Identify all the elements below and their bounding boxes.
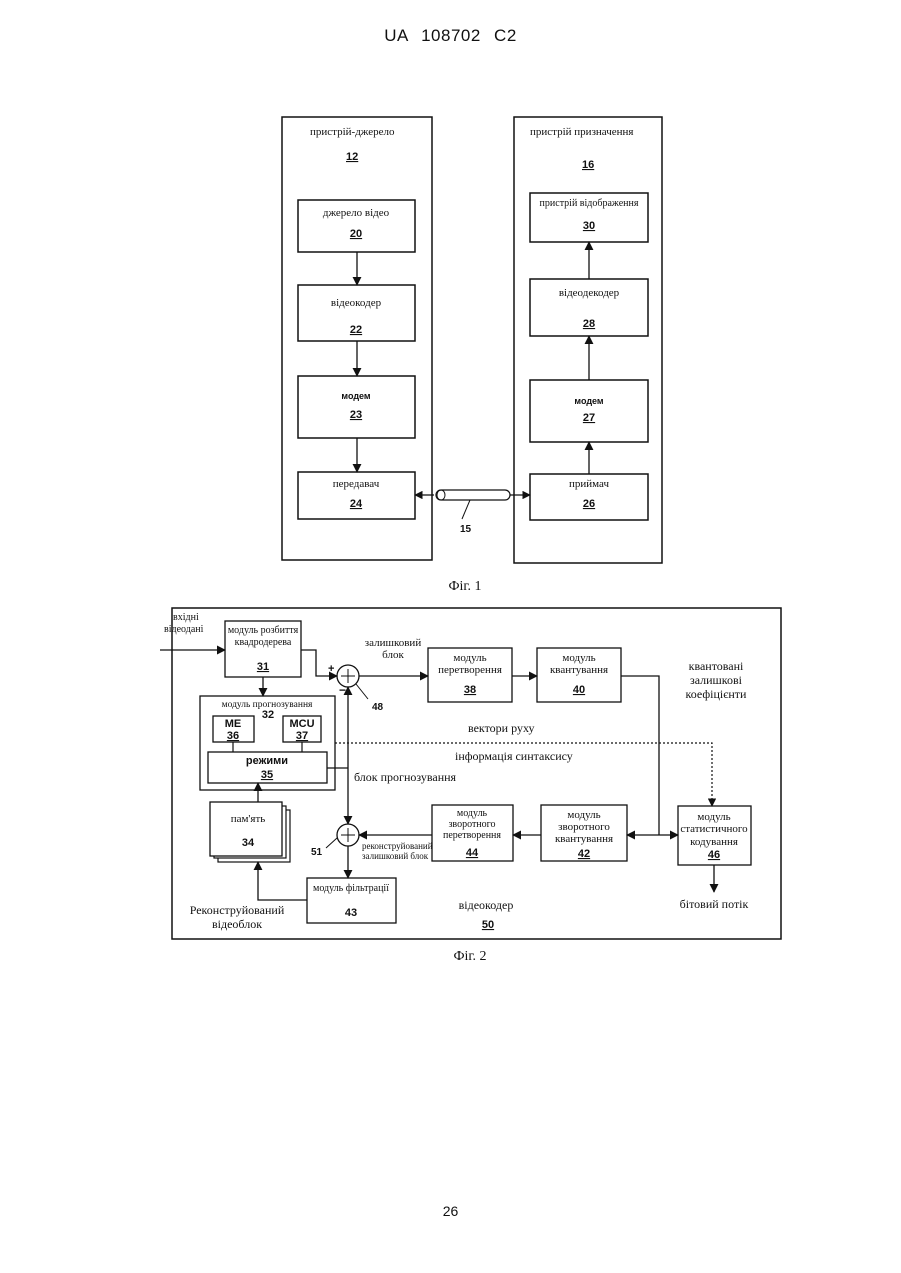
fig2-labels: вхідні відеодані модуль розбиття квадрод… <box>164 612 749 964</box>
video-decoder-label: відеодекодер <box>559 287 620 299</box>
syntax-info-label: інформація синтаксису <box>455 749 573 763</box>
dest-device-box <box>514 117 662 563</box>
display-num: 30 <box>583 220 595 232</box>
video-decoder-num: 28 <box>583 318 595 330</box>
summer-51-num: 51 <box>311 847 323 858</box>
modem-rx-box <box>530 380 648 442</box>
quant-coeffs-label-2: залишкові <box>690 673 743 687</box>
page-number: 26 <box>0 1203 901 1219</box>
transform-label-2: перетворення <box>438 664 502 676</box>
inv-quant-label-2: зворотного <box>558 821 610 833</box>
modem-tx-box <box>298 376 415 438</box>
modem-rx-num: 27 <box>583 412 595 424</box>
sum-minus-sign: − <box>339 683 346 697</box>
pred-block-label: блок прогнозування <box>354 770 457 784</box>
transform-label-1: модуль <box>453 652 486 664</box>
recon-video-block-label-1: Реконструйований <box>190 903 285 917</box>
motion-vectors-label: вектори руху <box>468 721 535 735</box>
channel-num: 15 <box>460 524 472 535</box>
fig1-caption: Фіг. 1 <box>448 579 481 594</box>
video-source-label: джерело відео <box>323 207 390 219</box>
inv-transform-label-2: зворотного <box>448 819 495 830</box>
transmitter-label: передавач <box>333 478 380 490</box>
inv-quant-num: 42 <box>578 848 590 860</box>
quant-coeffs-label-3: коефіцієнти <box>686 687 748 701</box>
source-device-num: 12 <box>346 151 358 163</box>
source-device-label: пристрій-джерело <box>310 126 395 138</box>
modem-rx-label: модем <box>574 396 604 406</box>
transform-num: 38 <box>464 684 476 696</box>
quant-label-1: модуль <box>562 652 595 664</box>
partition-num: 31 <box>257 661 269 673</box>
transmitter-num: 24 <box>350 498 363 510</box>
recon-residual-label-2: залишковий блок <box>362 851 429 861</box>
residual-block-label-1: залишковий <box>365 637 422 649</box>
entropy-label-1: модуль <box>697 811 730 823</box>
modes-num: 35 <box>261 769 273 781</box>
quant-coeffs-label-1: квантовані <box>689 659 744 673</box>
video-encoder-num: 22 <box>350 324 362 336</box>
prediction-num: 32 <box>262 709 274 721</box>
entropy-num: 46 <box>708 849 720 861</box>
inv-quant-label-3: квантування <box>555 833 613 845</box>
entropy-label-2: статистичного <box>680 823 748 835</box>
fig2-caption: Фіг. 2 <box>453 949 486 964</box>
recon-residual-label-1: реконструйований <box>362 841 433 851</box>
summer-48-num: 48 <box>372 702 384 713</box>
modes-label: режими <box>246 755 288 767</box>
entropy-label-3: кодування <box>690 836 738 848</box>
residual-block-label-2: блок <box>382 649 404 661</box>
display-label: пристрій відображення <box>540 198 639 209</box>
source-device-box <box>282 117 432 560</box>
me-num: 36 <box>227 730 239 742</box>
input-label-2: відеодані <box>164 624 204 635</box>
dest-device-num: 16 <box>582 159 594 171</box>
input-label-1: вхідні <box>173 612 199 623</box>
inv-quant-label-1: модуль <box>567 809 600 821</box>
dest-device-label: пристрій призначення <box>530 126 634 138</box>
mcu-label: MCU <box>289 718 314 730</box>
memory-num: 34 <box>242 837 255 849</box>
recon-video-block-label-2: відеоблок <box>212 917 262 931</box>
fig1 <box>282 117 662 563</box>
mcu-num: 37 <box>296 730 308 742</box>
inv-transform-label-1: модуль <box>457 808 488 819</box>
me-label: ME <box>225 718 242 730</box>
receiver-num: 26 <box>583 498 595 510</box>
filter-label: модуль фільтрації <box>313 883 389 894</box>
modem-tx-label: модем <box>341 391 371 401</box>
channel-cable <box>436 490 510 500</box>
modem-tx-num: 23 <box>350 409 362 421</box>
partition-label-2: квадродерева <box>235 637 292 648</box>
partition-label-1: модуль розбиття <box>228 625 299 636</box>
memory-label: пам'ять <box>231 813 266 825</box>
video-source-num: 20 <box>350 228 362 240</box>
filter-num: 43 <box>345 907 357 919</box>
sum-plus-sign: + <box>328 663 334 675</box>
receiver-label: приймач <box>569 478 609 490</box>
bitstream-label: бітовий потік <box>680 897 749 911</box>
quant-label-2: квантування <box>550 664 608 676</box>
encoder-label: відеокодер <box>459 898 514 912</box>
inv-transform-num: 44 <box>466 847 479 859</box>
video-encoder-label: відеокодер <box>331 297 382 309</box>
inv-transform-label-3: перетворення <box>443 830 501 841</box>
quant-num: 40 <box>573 684 585 696</box>
encoder-num: 50 <box>482 919 494 931</box>
